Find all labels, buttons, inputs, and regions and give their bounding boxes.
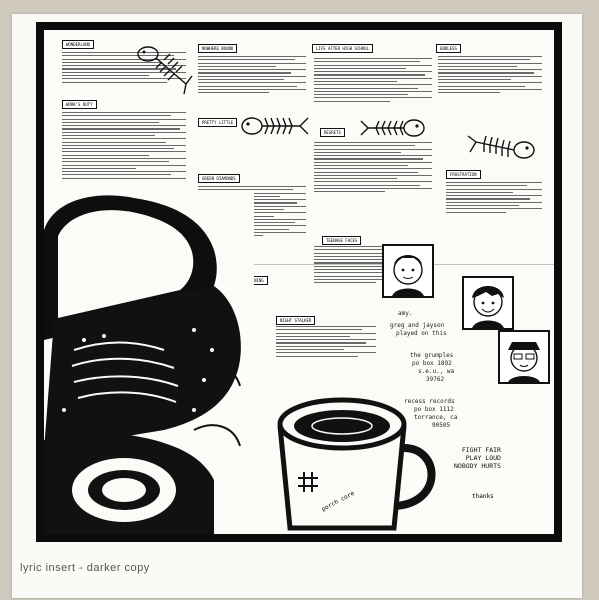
lyric-block-works-duty [62,112,186,179]
song-title-tag: GREEN DIAMONDS [198,174,240,183]
band-member-portrait [462,276,514,330]
lyric-block-life-after [314,58,432,102]
lyric-block-regrets [314,142,432,193]
slogan-line: FIGHT FAIR [461,446,501,454]
song-title-tag: ENDLESS [436,44,461,53]
sandwich-illustration [44,190,254,534]
credits-intro: amy. [398,310,413,317]
label-zip: 90505 [432,422,451,429]
credits-line: played on this [396,330,447,337]
label-name: recess records [404,398,455,405]
slogan-line: PLAY LOUD [465,454,501,462]
song-title-tag: REGRETS [320,128,345,137]
slogan-block: FIGHT FAIR PLAY LOUD NOBODY HURTS [454,446,501,470]
label-po-box: po box 1112 [414,406,454,413]
song-title-tag: NIGHT STALKER [276,316,316,325]
song-title-tag: PRETTY LITTLE [198,118,238,127]
song-title-tag: FRUSTRATION [446,170,481,179]
lyric-block-wonderland [62,52,186,83]
lyric-block-frustration [446,182,542,213]
song-title-tag: WORK'S DUTY [62,100,97,109]
song-title-tag: TEENAGE FACES [322,236,362,245]
fish-skeleton-icon [467,135,535,159]
band-member-portrait [382,244,434,298]
lyric-block-teenage [314,246,414,284]
lyric-block-night-stalker [276,326,376,357]
thanks-text: thanks [472,493,494,500]
band-zip: 39762 [426,376,445,383]
song-title-tag: NOWHERE BOUND [198,44,238,53]
lyric-block-endless [438,56,542,94]
fish-skeleton-icon [241,117,309,135]
song-title-tag: LIFE AFTER HIGH SCHOOL [312,44,373,53]
label-city: torrance, ca [414,414,458,421]
fold-line [44,264,554,265]
slogan-line: NOBODY HURTS [454,462,501,470]
band-name: the grumples [410,352,454,359]
credits-line: greg and jayson [390,322,445,329]
fish-skeleton-icon [360,119,425,137]
band-po-box: po box 1892 [412,360,452,367]
coffee-mug-illustration [277,397,436,531]
band-member-portrait [498,330,550,384]
lyric-block-nowhere-bound [198,56,306,94]
band-city: s.e.u., wa [418,368,455,375]
song-title-tag: WONDERLAND [62,40,95,49]
handwritten-note: lyric insert - darker copy [20,562,150,574]
fish-skeleton-icon [137,46,193,95]
